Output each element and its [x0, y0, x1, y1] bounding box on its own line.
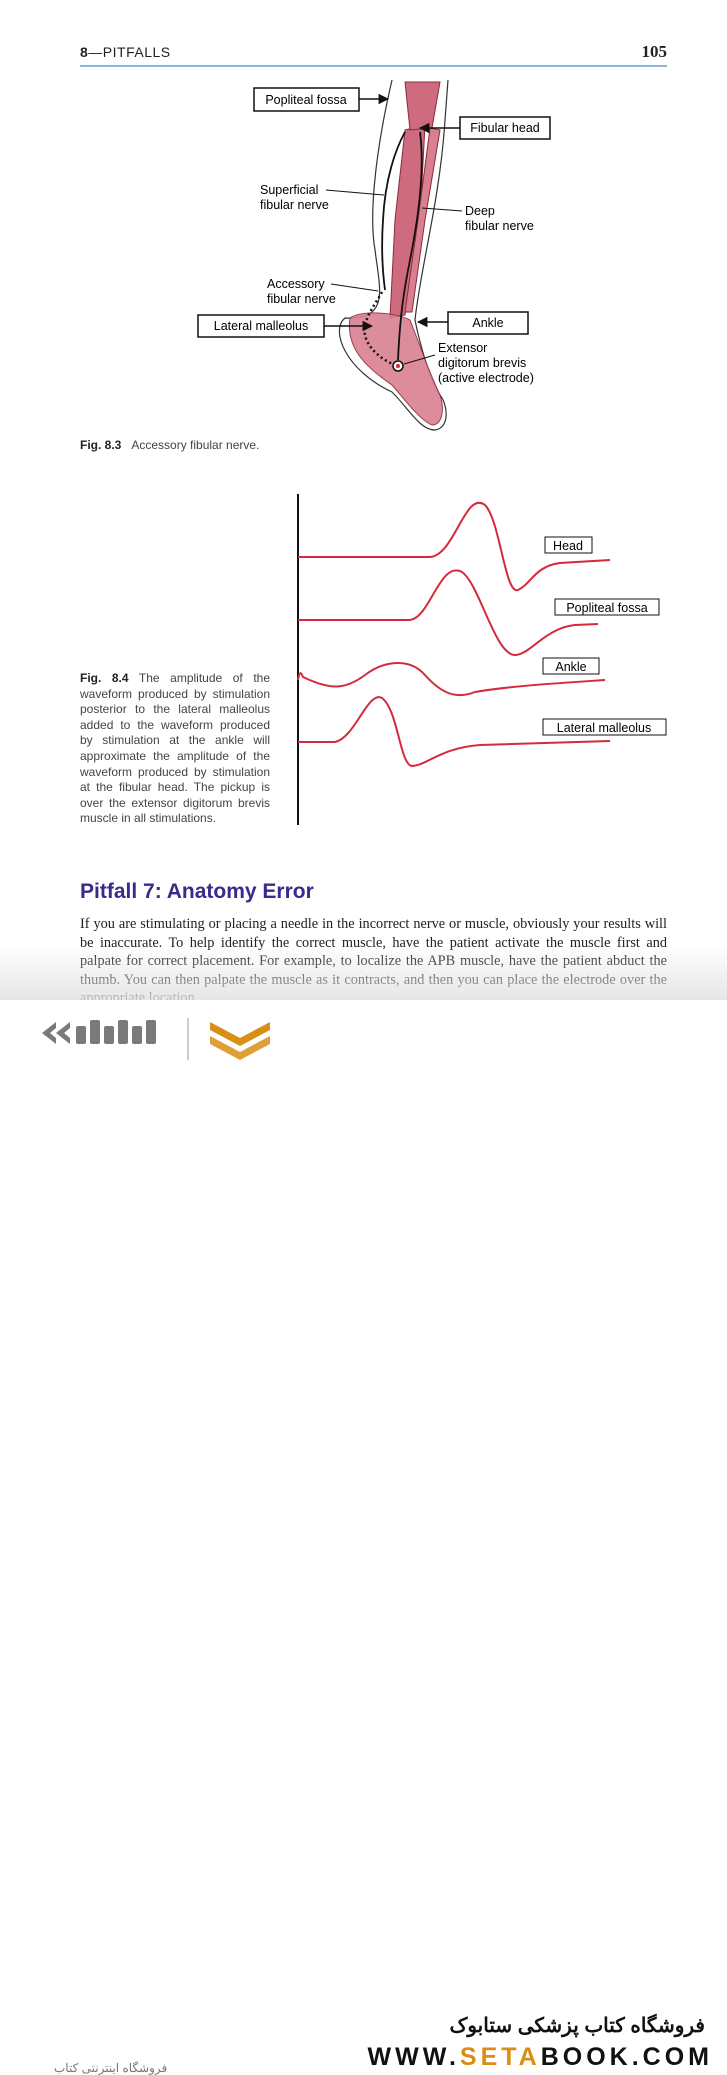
label-popliteal-fossa: Popliteal fossa: [265, 93, 346, 107]
trace-label-head: Head: [553, 539, 583, 553]
label-deep-line2: fibular nerve: [465, 219, 534, 233]
superficial-fibular-nerve: [381, 131, 406, 291]
label-ankle: Ankle: [472, 316, 503, 330]
trace-label-lateral-malleolus: Lateral malleolus: [557, 721, 652, 735]
chapter-title: —PITFALLS: [88, 44, 171, 60]
setabook-logo: [42, 1018, 270, 1060]
label-superficial-line2: fibular nerve: [260, 198, 329, 212]
store-name: فروشگاه کتاب پزشکی ستابوک: [449, 2015, 705, 2037]
watermark-banner: فروشگاه اینترنتی کتاب فروشگاه کتاب پزشکی…: [0, 1000, 727, 2075]
label-fibular-head: Fibular head: [470, 121, 540, 135]
trace-lateral-malleolus: [298, 696, 611, 768]
trace-head: [298, 501, 611, 592]
chapter-heading: 8—PITFALLS: [80, 44, 171, 60]
url-accent: SETA: [459, 2043, 541, 2071]
trace-label-popliteal-fossa: Popliteal fossa: [566, 601, 647, 615]
label-accessory-line1: Accessory: [267, 277, 325, 291]
label-edb-line2: digitorum brevis: [438, 356, 526, 370]
figure-8-4-caption: Fig. 8.4 The amplitude of the waveform p…: [80, 671, 270, 827]
figure-8-4-caption-text: The amplitude of the waveform produced b…: [80, 671, 270, 826]
label-edb-line3: (active electrode): [438, 371, 534, 385]
deep-fibular-nerve: [397, 131, 423, 361]
trace-label-ankle: Ankle: [555, 660, 586, 674]
section-title: Pitfall 7: Anatomy Error: [80, 880, 314, 903]
figure-8-3-caption: Fig. 8.3 Accessory fibular nerve.: [80, 438, 259, 452]
fibula-bone: [404, 127, 441, 313]
figure-8-4-caption-label: Fig. 8.4: [80, 671, 129, 685]
femur-bone: [404, 81, 441, 131]
label-lateral-malleolus: Lateral malleolus: [214, 319, 309, 333]
leg-outline: [338, 79, 449, 431]
trace-ankle: [297, 662, 606, 697]
figure-8-3-caption-text: Accessory fibular nerve.: [131, 438, 260, 452]
label-edb-line1: Extensor: [438, 341, 487, 355]
url-prefix: WWW.: [367, 2043, 460, 2071]
figure-8-3-caption-label: Fig. 8.3: [80, 438, 122, 452]
label-accessory-line2: fibular nerve: [267, 292, 336, 306]
header-rule: [80, 65, 667, 67]
logo-subtitle: فروشگاه اینترنتی کتاب: [54, 2061, 168, 2075]
page-fade-overlay: [0, 945, 727, 1005]
figure-8-4-waveforms: Head Popliteal fossa Ankle Lateral malle…: [297, 494, 667, 825]
figure-8-3-leg-illustration: Popliteal fossa Fibular head Lateral mal…: [197, 79, 551, 431]
label-superficial-line1: Superficial: [260, 183, 318, 197]
label-deep-line1: Deep: [465, 204, 495, 218]
store-url[interactable]: WWW.SETABOOK.COM: [368, 2043, 713, 2072]
page-number: 105: [641, 42, 668, 61]
chapter-number: 8: [80, 44, 89, 60]
accessory-fibular-nerve: [363, 291, 399, 368]
url-suffix: BOOK.COM: [540, 2043, 713, 2071]
trace-popliteal-fossa: [298, 569, 599, 657]
